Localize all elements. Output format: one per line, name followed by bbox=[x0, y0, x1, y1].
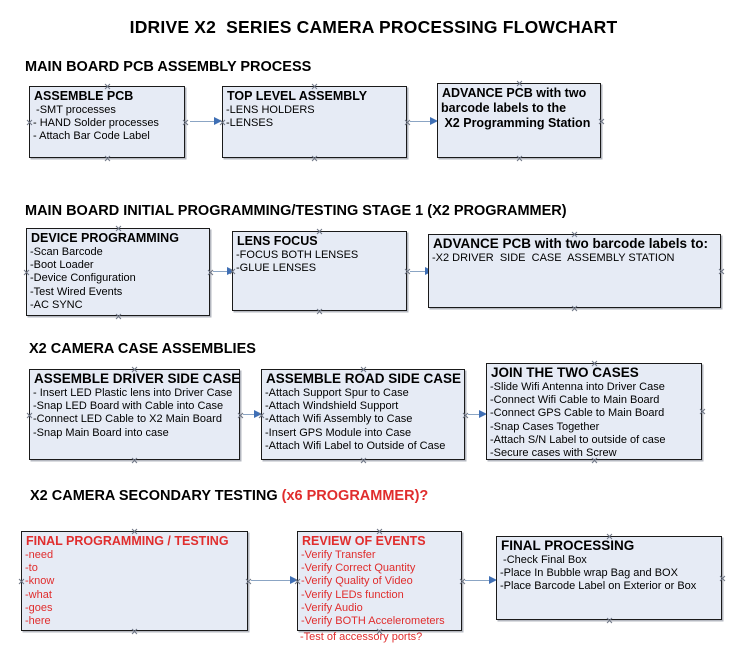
flow-box-line: -Verify Transfer bbox=[301, 549, 376, 561]
flow-box-line: -Verify Correct Quantity bbox=[301, 562, 416, 575]
flow-box-line: -need bbox=[25, 549, 54, 561]
flow-box-title: FINAL PROGRAMMING / TESTING bbox=[26, 534, 229, 548]
arrow-head-icon bbox=[290, 576, 298, 584]
flow-box-assemble-pcb[interactable]: ASSEMBLE PCB -SMT processes - HAND Solde… bbox=[29, 86, 185, 158]
arrow-shaft bbox=[465, 580, 490, 582]
flow-box-line: -SMT processes bbox=[33, 104, 116, 116]
arrow-device-programming-to-lens-focus bbox=[213, 267, 235, 276]
flow-box-line: -goes bbox=[25, 601, 53, 614]
flow-box-lens-focus[interactable]: LENS FOCUS -FOCUS BOTH LENSES -GLUE LENS… bbox=[232, 231, 407, 311]
flow-box-line: -LENSES bbox=[226, 117, 274, 130]
flow-box-title: ASSEMBLE PCB bbox=[34, 89, 134, 103]
flow-box-line: -FOCUS BOTH LENSES bbox=[236, 249, 359, 261]
flow-box-join-the-two-cases[interactable]: JOIN THE TWO CASES -Slide Wifi Antenna i… bbox=[486, 363, 702, 460]
flow-box-top-level-assembly[interactable]: TOP LEVEL ASSEMBLY -LENS HOLDERS -LENSES bbox=[222, 86, 407, 158]
arrow-head-icon bbox=[254, 410, 262, 418]
flow-box-line: -Secure cases with Screw bbox=[490, 447, 617, 460]
flow-box-line: -Attach Wifi Label to Outside of Case bbox=[265, 439, 446, 452]
arrow-shaft bbox=[410, 271, 426, 273]
arrow-assemble-pcb-to-top-level bbox=[190, 117, 222, 126]
flow-box-title: ADVANCE PCB with two bbox=[442, 86, 587, 100]
flow-box-line: -to bbox=[25, 562, 38, 575]
flow-box-line: -Boot Loader bbox=[30, 259, 94, 272]
arrow-head-icon bbox=[430, 117, 438, 125]
flow-box-line: -AC SYNC bbox=[30, 298, 83, 311]
flow-box-line: -Attach Windshield Support bbox=[265, 400, 399, 413]
flow-box-title: ASSEMBLE ROAD SIDE CASE bbox=[266, 371, 462, 386]
arrow-shaft bbox=[410, 121, 431, 123]
flow-box-line: -Device Configuration bbox=[30, 272, 136, 285]
flow-box-title: LENS FOCUS bbox=[237, 234, 318, 248]
arrow-shaft bbox=[468, 414, 480, 416]
flow-box-line: -Verify Quality of Video bbox=[301, 575, 413, 588]
arrow-shaft bbox=[190, 121, 215, 123]
flow-box-line: -Verify Audio bbox=[301, 601, 363, 614]
arrow-driver-case-to-road-case bbox=[243, 410, 262, 419]
flow-box-line: X2 Programming Station bbox=[441, 116, 591, 130]
flow-box-line: -LENS HOLDERS bbox=[226, 104, 315, 116]
flow-box-title: REVIEW OF EVENTS bbox=[302, 534, 426, 548]
flow-box-line: -Connect LED Cable to X2 Main Board bbox=[33, 413, 222, 426]
flow-box-line: -Place Barcode Label on Exterior or Box bbox=[500, 580, 697, 593]
flow-box-assemble-road-side-case[interactable]: ASSEMBLE ROAD SIDE CASE -Attach Support … bbox=[261, 369, 465, 460]
flow-box-line: -Snap Main Board into case bbox=[33, 426, 169, 439]
flow-box-assemble-driver-side-case[interactable]: ASSEMBLE DRIVER SIDE CASE - Insert LED P… bbox=[29, 369, 240, 460]
arrow-head-icon bbox=[214, 117, 222, 125]
flow-box-line: -what bbox=[25, 588, 52, 601]
flow-box-overflow-line: -Test of accessory ports? bbox=[300, 631, 423, 643]
flow-box-line: -Snap LED Board with Cable into Case bbox=[33, 400, 224, 413]
flow-box-line: - Insert LED Plastic lens into Driver Ca… bbox=[33, 387, 233, 399]
arrow-final-programming-to-review-events bbox=[251, 576, 298, 585]
flow-box-line: -Verify LEDs function bbox=[301, 588, 404, 601]
arrow-top-level-to-advance-pcb bbox=[410, 117, 438, 126]
flow-box-line: -GLUE LENSES bbox=[236, 262, 317, 275]
flow-box-review-of-events[interactable]: REVIEW OF EVENTS -Verify Transfer -Verif… bbox=[297, 531, 462, 631]
arrow-review-events-to-final-processing bbox=[465, 576, 497, 585]
flow-box-title: ASSEMBLE DRIVER SIDE CASE bbox=[34, 371, 241, 386]
flow-box-line: -Snap Cases Together bbox=[490, 420, 600, 433]
flow-box-line: barcode labels to the bbox=[441, 101, 567, 115]
flow-box-line: -Test Wired Events bbox=[30, 285, 123, 298]
arrow-shaft bbox=[251, 580, 291, 582]
section-heading-4-text: X2 CAMERA SECONDARY TESTING bbox=[30, 488, 282, 504]
flow-box-title: FINAL PROCESSING bbox=[501, 538, 635, 553]
flow-box-advance-pcb-driver-side[interactable]: ADVANCE PCB with two barcode labels to: … bbox=[428, 234, 721, 308]
flow-box-device-programming[interactable]: DEVICE PROGRAMMING -Scan Barcode -Boot L… bbox=[26, 228, 210, 316]
flow-box-line: -Connect Wifi Cable to Main Board bbox=[490, 394, 660, 407]
arrow-head-icon bbox=[227, 267, 235, 275]
section-heading-2: MAIN BOARD INITIAL PROGRAMMING/TESTING S… bbox=[25, 203, 567, 219]
section-heading-4-accent: (x6 PROGRAMMER)? bbox=[281, 488, 429, 504]
section-heading-4: X2 CAMERA SECONDARY TESTING (x6 PROGRAMM… bbox=[30, 488, 428, 504]
flow-box-title: ADVANCE PCB with two barcode labels to: bbox=[433, 236, 709, 251]
flow-box-line: - Attach Bar Code Label bbox=[33, 130, 150, 143]
page-title: IDRIVE X2 SERIES CAMERA PROCESSING FLOWC… bbox=[129, 17, 618, 37]
flow-box-title: TOP LEVEL ASSEMBLY bbox=[227, 89, 368, 103]
flow-box-line: -Verify BOTH Accelerometers bbox=[301, 615, 445, 628]
flow-box-line: -Attach S/N Label to outside of case bbox=[490, 433, 666, 446]
flow-box-line: -Scan Barcode bbox=[30, 246, 103, 258]
flow-box-line: -Check Final Box bbox=[500, 554, 587, 566]
flow-box-line: -Attach Wifi Assembly to Case bbox=[265, 413, 413, 426]
flow-box-line: -Slide Wifi Antenna into Driver Case bbox=[490, 381, 665, 393]
section-heading-1: MAIN BOARD PCB ASSEMBLY PROCESS bbox=[25, 59, 312, 75]
flow-box-advance-pcb-x2-station[interactable]: ADVANCE PCB with two barcode labels to t… bbox=[437, 83, 601, 158]
flow-box-line: -know bbox=[25, 575, 55, 588]
arrow-shaft bbox=[243, 414, 255, 416]
arrow-road-case-to-join-cases bbox=[468, 410, 487, 419]
flow-box-line: -Attach Support Spur to Case bbox=[265, 387, 409, 399]
flow-box-line: -Place In Bubble wrap Bag and BOX bbox=[500, 567, 678, 580]
arrow-head-icon bbox=[479, 410, 487, 418]
flow-box-title: JOIN THE TWO CASES bbox=[491, 365, 639, 380]
flow-box-title: DEVICE PROGRAMMING bbox=[31, 231, 179, 245]
arrow-shaft bbox=[213, 271, 228, 273]
flow-box-line: -Insert GPS Module into Case bbox=[265, 426, 412, 439]
section-heading-3: X2 CAMERA CASE ASSEMBLIES bbox=[29, 341, 256, 357]
flow-box-final-programming-testing[interactable]: FINAL PROGRAMMING / TESTING -need -to -k… bbox=[21, 531, 248, 631]
arrow-head-icon bbox=[489, 576, 497, 584]
flow-box-line: -Connect GPS Cable to Main Board bbox=[490, 407, 665, 420]
flow-box-final-processing[interactable]: FINAL PROCESSING -Check Final Box -Place… bbox=[496, 536, 722, 620]
flow-box-line: - HAND Solder processes bbox=[33, 117, 159, 130]
flow-box-line: -X2 DRIVER SIDE CASE ASSEMBLY STATION bbox=[432, 252, 675, 264]
flow-box-line: -here bbox=[25, 615, 51, 628]
